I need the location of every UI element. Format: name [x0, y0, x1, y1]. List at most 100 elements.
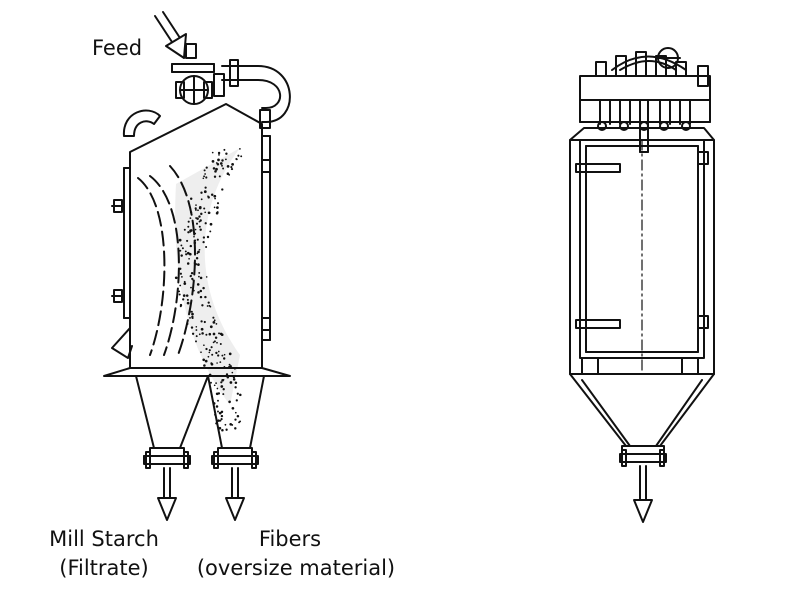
particle-dot: [215, 322, 218, 325]
hook-handle: [122, 109, 161, 137]
particle-dot: [214, 170, 217, 173]
particle-dot: [189, 229, 192, 232]
particle-dot: [234, 386, 237, 389]
particle-dot: [206, 235, 210, 239]
particle-dot: [207, 211, 211, 215]
particle-dot: [239, 393, 242, 397]
particle-dot: [234, 418, 237, 421]
particle-dot: [218, 332, 220, 335]
particle-dot: [204, 295, 207, 299]
particle-dot: [189, 316, 191, 319]
particle-dot: [208, 349, 211, 352]
particle-dot: [178, 293, 181, 296]
particle-dot: [198, 333, 201, 336]
particle-dot: [221, 164, 223, 167]
particle-dot: [179, 249, 182, 252]
particle-dot: [210, 346, 213, 349]
particle-dot: [198, 271, 201, 274]
particle-dot: [225, 428, 228, 431]
particle-dot: [204, 173, 206, 175]
particle-dot: [190, 286, 192, 289]
particle-dot: [215, 351, 218, 355]
particle-dot: [198, 248, 201, 251]
particle-dot: [199, 295, 203, 299]
particle-dot: [195, 222, 199, 225]
particle-dot: [186, 251, 190, 255]
particle-dot: [198, 225, 201, 228]
particle-dot: [213, 319, 216, 322]
particle-dot: [211, 160, 215, 163]
particle-dot: [200, 320, 203, 323]
particle-dot: [178, 290, 181, 293]
particle-dot: [190, 271, 194, 275]
particle-dot: [204, 211, 207, 214]
particle-dot: [195, 329, 198, 331]
particle-dot: [209, 230, 212, 233]
particle-dot: [179, 267, 182, 270]
particle-dot: [213, 206, 216, 209]
particle-dot: [224, 158, 227, 161]
particle-dot: [204, 359, 208, 363]
particle-dot: [203, 364, 206, 367]
particle-dot: [216, 387, 219, 390]
particle-dot: [187, 231, 190, 234]
particle-dot: [195, 326, 198, 328]
particle-dot: [202, 236, 206, 239]
front-view: [569, 47, 715, 523]
oversize-hopper: [207, 375, 265, 469]
particle-dot: [221, 159, 224, 162]
inlet-pipes: [597, 99, 691, 131]
particle-dot: [204, 222, 207, 225]
particle-dot: [179, 284, 182, 287]
particle-dot: [193, 241, 197, 245]
particle-dot: [209, 305, 212, 308]
particle-dot: [218, 154, 220, 156]
particle-dot: [191, 317, 194, 320]
particle-dot: [214, 336, 218, 340]
particle-dot: [198, 215, 201, 218]
particle-dot: [189, 244, 193, 248]
particle-dot: [232, 378, 236, 381]
particle-dot: [216, 206, 219, 209]
particle-dot: [229, 381, 233, 384]
particle-dot: [217, 151, 221, 155]
particle-dot: [235, 399, 238, 402]
particle-dot: [215, 392, 219, 396]
particle-dot: [197, 263, 200, 266]
particle-dot: [186, 301, 190, 305]
particle-dot: [203, 169, 206, 172]
filtrate-hopper: [135, 375, 209, 469]
particle-dot: [201, 304, 204, 307]
mill-starch-label: Mill Starch: [49, 527, 159, 551]
particle-dot: [191, 312, 194, 316]
particle-dot: [231, 406, 235, 410]
particle-dot: [203, 344, 205, 347]
particle-dot: [215, 382, 217, 384]
base-ledge: [103, 367, 291, 377]
particle-dot: [214, 197, 216, 200]
particle-dot: [189, 217, 192, 220]
particle-dot: [225, 152, 228, 155]
particle-dot: [217, 399, 219, 402]
particle-dot: [185, 294, 189, 297]
particle-dot: [209, 222, 213, 226]
particle-dot: [197, 209, 199, 212]
particle-dot: [213, 194, 217, 198]
particle-dot: [189, 211, 193, 214]
particle-dot: [182, 298, 185, 301]
particle-dot: [195, 217, 198, 219]
particle-dot: [239, 420, 242, 423]
particle-dot: [207, 196, 210, 199]
particle-dot: [210, 193, 214, 196]
particle-dot: [234, 411, 237, 414]
particle-dot: [183, 282, 187, 285]
particle-dot: [202, 358, 206, 362]
particle-dot: [186, 239, 189, 242]
particle-dot: [181, 247, 184, 250]
particle-dot: [196, 283, 200, 286]
particle-dot: [229, 365, 232, 368]
particle-dot: [221, 428, 224, 432]
particle-dot: [225, 373, 229, 376]
particle-dot: [193, 235, 195, 238]
particle-dot: [205, 333, 208, 336]
